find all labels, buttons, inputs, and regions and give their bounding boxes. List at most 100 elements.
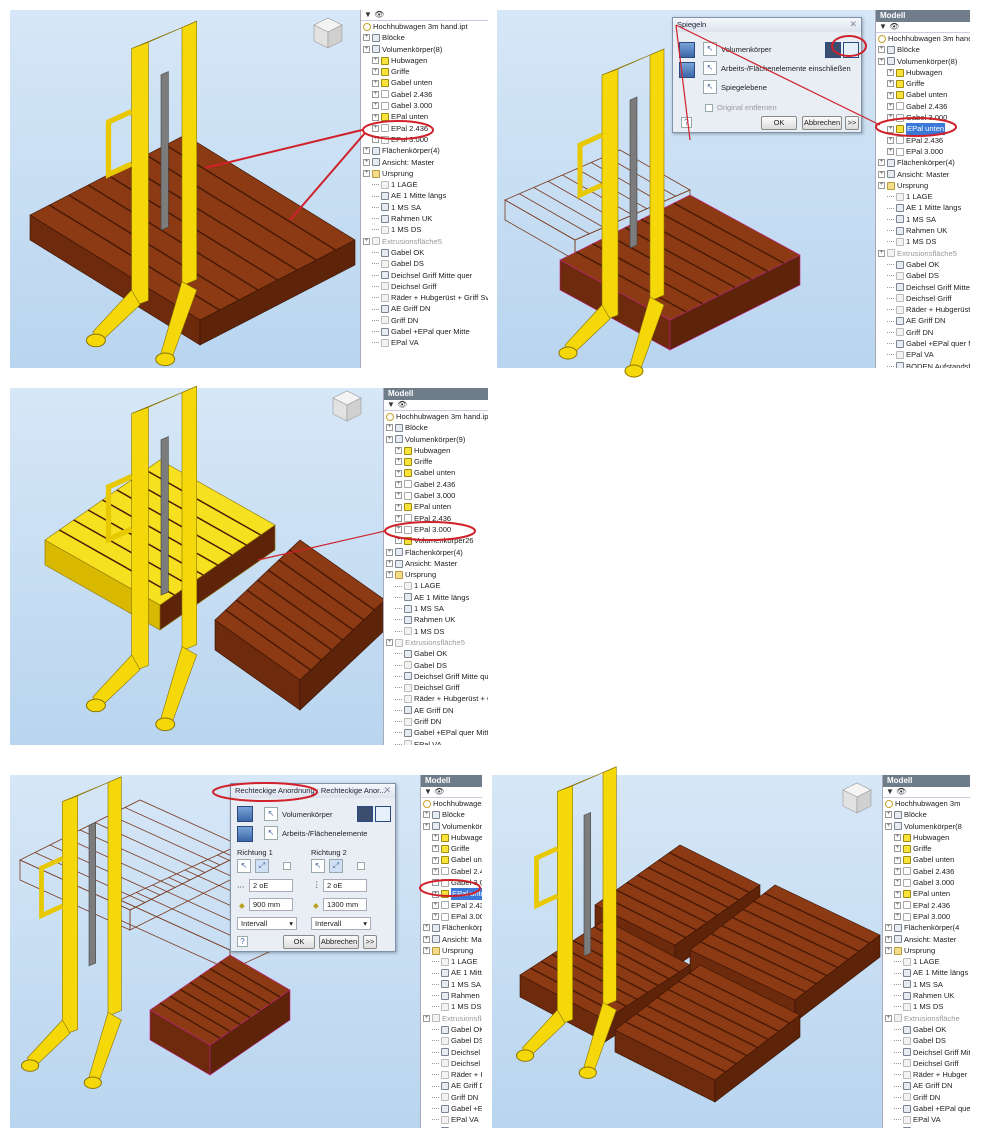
browser-header[interactable]: Modell	[883, 775, 970, 787]
help-button[interactable]: ?	[681, 117, 692, 128]
count-1-field[interactable]: 2 oE	[249, 879, 293, 892]
expand-icon[interactable]: +	[885, 822, 892, 830]
expand-icon[interactable]: +	[885, 924, 892, 932]
ok-button[interactable]: OK	[283, 935, 315, 949]
expand-icon[interactable]: +	[363, 45, 370, 53]
tree-item[interactable]: Hochhubwagen	[421, 798, 482, 809]
filter-icon[interactable]: ▼	[364, 10, 372, 19]
tree-item[interactable]: +EPal unten	[883, 888, 970, 899]
tree-item[interactable]: AE 1 Mitte längs	[421, 967, 482, 978]
tree-item[interactable]: +Blöcke	[361, 32, 488, 43]
tree-item[interactable]: +Gabel unten	[384, 467, 488, 478]
distance-2-field[interactable]: 1300 mm	[323, 898, 367, 911]
expand-icon[interactable]: +	[887, 136, 894, 144]
tree-item[interactable]: +Hubwagen	[421, 832, 482, 843]
tree-item[interactable]: Griff DN	[883, 1092, 970, 1103]
tree-item[interactable]: +EPal unten	[361, 111, 488, 122]
tree-item[interactable]: Gabel +EPal	[421, 1103, 482, 1114]
select-arrow-icon[interactable]: ↖	[703, 80, 717, 94]
tree-item[interactable]: +Griffe	[384, 456, 488, 467]
tree-item[interactable]: +Ansicht: Master	[384, 558, 488, 569]
expand-icon[interactable]: +	[372, 113, 379, 121]
binoculars-icon[interactable]: 👁	[889, 22, 900, 31]
tree-item[interactable]: +Flächenkörper(4	[883, 922, 970, 933]
tree-item[interactable]: Deichsel Griff Mit	[883, 1047, 970, 1058]
select-arrow-icon[interactable]: ↖	[703, 42, 717, 56]
tree-item[interactable]: +Griffe	[421, 843, 482, 854]
tree-item[interactable]: +Ansicht: Master	[421, 934, 482, 945]
remove-original-checkbox[interactable]	[705, 103, 713, 112]
tree-item[interactable]: +Griffe	[876, 78, 970, 89]
new-body-icon[interactable]	[375, 806, 391, 822]
tree-item[interactable]: +Gabel 2.436	[421, 866, 482, 877]
tree-item[interactable]: +Flächenkörper(4)	[361, 145, 488, 156]
expand-icon[interactable]: +	[885, 947, 892, 954]
tree-item[interactable]: BODEN Aufs	[421, 1126, 482, 1128]
feature-mode-icon[interactable]	[679, 62, 695, 78]
select-arrow-icon[interactable]: ↖	[703, 61, 717, 75]
expand-icon[interactable]: +	[395, 526, 402, 534]
tree-item[interactable]: Griff DN	[876, 327, 970, 338]
tree-item[interactable]: Gabel +EPal quer Mitte	[384, 727, 488, 738]
tree-item[interactable]: AE Griff DN	[361, 303, 488, 314]
tree-item[interactable]: +EPal 2.436	[361, 123, 488, 134]
tree-item[interactable]: +Flächenkörper(4)	[876, 157, 970, 168]
tree-item[interactable]: +Extrusionsfläche5	[876, 248, 970, 259]
tree-item[interactable]: +Gabel 3.000	[361, 100, 488, 111]
tree-item[interactable]: Griff DN	[384, 716, 488, 727]
midplane-2-checkbox[interactable]	[357, 862, 365, 870]
expand-icon[interactable]: +	[885, 811, 892, 819]
expand-icon[interactable]: +	[395, 514, 402, 522]
spacing-mode-2-select[interactable]: Intervall▾	[311, 917, 371, 930]
tree-item[interactable]: Hochhubwagen 3m	[883, 798, 970, 809]
direction-2-flip-icon[interactable]: ⤢	[329, 859, 343, 873]
tree-item[interactable]: Gabel OK	[361, 247, 488, 258]
tree-item[interactable]: Rahmen UK	[876, 225, 970, 236]
expand-icon[interactable]: +	[423, 947, 430, 954]
filter-icon[interactable]: ▼	[387, 400, 395, 409]
expand-icon[interactable]: +	[432, 867, 439, 875]
expand-icon[interactable]: +	[423, 1014, 430, 1022]
tree-item[interactable]: +Flächenkörper(4)	[384, 547, 488, 558]
tree-item[interactable]: +Flächenkörper	[421, 922, 482, 933]
tree-item[interactable]: AE 1 Mitte längs	[384, 592, 488, 603]
tree-item[interactable]: 1 MS SA	[876, 214, 970, 225]
tree-item[interactable]: +Hubwagen	[384, 445, 488, 456]
tree-item[interactable]: +Volumenkörper(8)	[876, 56, 970, 67]
expand-icon[interactable]: +	[395, 492, 402, 500]
expand-icon[interactable]: +	[878, 159, 885, 167]
close-icon[interactable]: ✕	[849, 19, 857, 29]
tree-item[interactable]: Gabel OK	[421, 1024, 482, 1035]
expand-icon[interactable]: +	[372, 124, 379, 132]
tree-item[interactable]: +EPal unten	[421, 888, 482, 900]
tree-item[interactable]: +Volumenkörper(9)	[384, 434, 488, 445]
tree-item[interactable]: AE Griff DN	[883, 1080, 970, 1091]
tree-item[interactable]: +Gabel 2.436	[883, 866, 970, 877]
tree-item[interactable]: +Blöcke	[876, 44, 970, 55]
expand-icon[interactable]: +	[887, 91, 894, 99]
expand-icon[interactable]: +	[386, 560, 393, 567]
expand-icon[interactable]: +	[363, 170, 370, 177]
filter-icon[interactable]: ▼	[879, 22, 887, 31]
tree-item[interactable]: +Volumenkörper	[421, 821, 482, 832]
solid-mode-icon[interactable]	[237, 806, 253, 822]
tree-item[interactable]: 1 LAGE	[384, 580, 488, 591]
tree-item[interactable]: +Ursprung	[883, 945, 970, 956]
tree-item[interactable]: Deichsel Griff Mitte quer	[361, 270, 488, 281]
tree-item[interactable]: +Gabel 2.436	[876, 101, 970, 112]
tree-item[interactable]: 1 LAGE	[421, 956, 482, 967]
expand-icon[interactable]: +	[372, 102, 379, 110]
tree-item[interactable]: +Gabel 3.000	[421, 877, 482, 888]
direction-1-select-icon[interactable]: ↖	[237, 859, 251, 873]
tree-item[interactable]: Deichsel Griff	[421, 1047, 482, 1058]
expand-icon[interactable]: +	[372, 79, 379, 87]
tree-item[interactable]: AE Griff DN	[421, 1080, 482, 1091]
expand-icon[interactable]: +	[423, 935, 430, 943]
tree-item[interactable]: Deichsel Griff	[384, 682, 488, 693]
tree-item[interactable]: +EPal unten	[876, 123, 970, 135]
expand-icon[interactable]: +	[395, 480, 402, 488]
tree-item[interactable]: Gabel DS	[384, 660, 488, 671]
tree-item[interactable]: +Blöcke	[883, 809, 970, 820]
tree-item[interactable]: BODEN Aufstan	[883, 1126, 970, 1128]
expand-icon[interactable]: +	[894, 856, 901, 864]
